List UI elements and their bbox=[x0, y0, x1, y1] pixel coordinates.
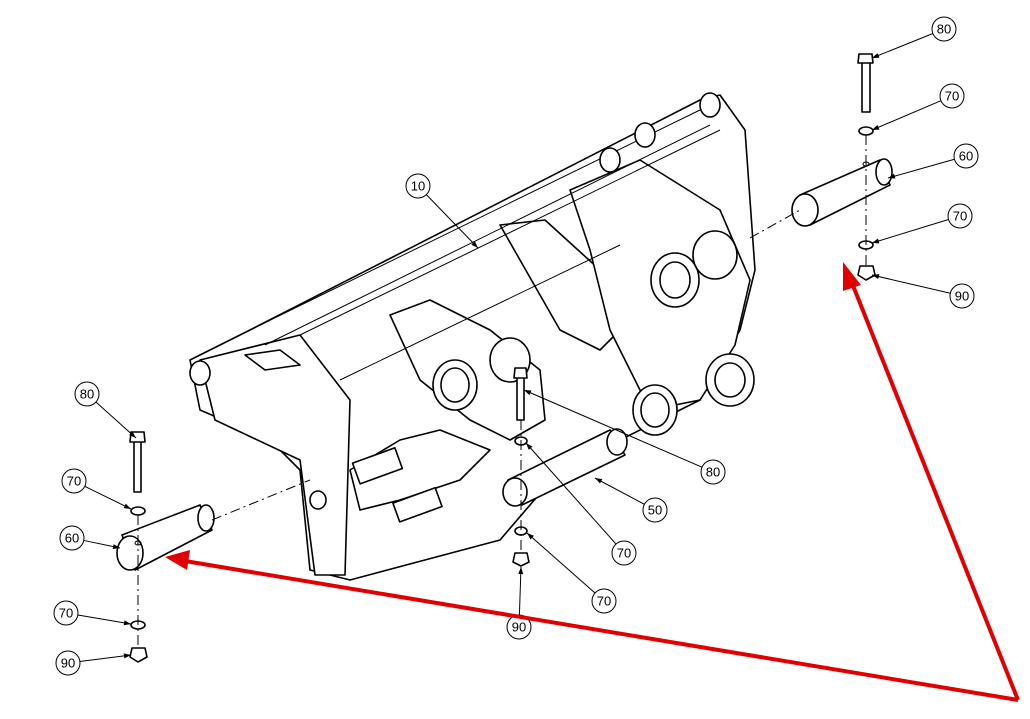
leader-line bbox=[594, 477, 645, 505]
callout-pin-right: 60 bbox=[887, 143, 979, 179]
callout-pin-left: 60 bbox=[59, 525, 121, 551]
callout-circle bbox=[59, 525, 85, 551]
callout-circle bbox=[939, 83, 965, 109]
leader-arrowhead bbox=[518, 567, 524, 575]
callout-circle bbox=[642, 497, 668, 523]
callout-circle bbox=[53, 600, 79, 626]
callout-number: 60 bbox=[65, 531, 79, 546]
callout-number: 60 bbox=[959, 149, 973, 164]
callout-circle bbox=[61, 468, 87, 494]
callout-number: 10 bbox=[411, 179, 425, 194]
leader-arrowhead bbox=[872, 274, 880, 280]
callout-washer-right-top: 70 bbox=[871, 83, 965, 131]
leader-line bbox=[525, 442, 617, 545]
leader-arrowhead bbox=[123, 503, 131, 509]
leader-line bbox=[425, 194, 479, 249]
callout-circle bbox=[591, 588, 617, 614]
leader-arrowhead bbox=[872, 124, 880, 130]
highlight-arrows bbox=[165, 262, 1020, 702]
callout-number: 70 bbox=[953, 209, 967, 224]
red-arrow-to-left-pin bbox=[184, 559, 1019, 702]
callout-number: 80 bbox=[80, 387, 94, 402]
leader-line bbox=[95, 401, 137, 439]
leader-line bbox=[84, 485, 132, 510]
callout-circle bbox=[700, 459, 726, 485]
leader-line bbox=[79, 654, 132, 662]
leader-line bbox=[871, 33, 934, 59]
callout-nut-right: 90 bbox=[871, 274, 975, 309]
leader-line bbox=[871, 219, 949, 244]
callout-washer-center-top: 70 bbox=[525, 442, 637, 566]
callout-circle bbox=[611, 540, 637, 566]
callout-circle bbox=[55, 650, 81, 676]
callout-washer-center-bottom: 70 bbox=[526, 532, 617, 614]
leader-line bbox=[871, 100, 942, 131]
pin-center bbox=[502, 428, 628, 507]
callout-circle bbox=[953, 143, 979, 169]
leader-line bbox=[518, 566, 522, 616]
callout-nut-left: 90 bbox=[55, 650, 132, 676]
left-hardware bbox=[116, 431, 311, 663]
main-frame bbox=[189, 92, 756, 581]
leader-arrowhead bbox=[123, 653, 131, 659]
callout-bolt-right: 80 bbox=[871, 16, 957, 59]
arrowhead-right bbox=[843, 262, 861, 291]
right-hardware bbox=[749, 53, 893, 281]
callout-pin-center: 50 bbox=[594, 477, 668, 523]
callout-bolt-left: 80 bbox=[74, 381, 137, 439]
callout-bolt-center: 80 bbox=[523, 389, 726, 485]
callout-number: 70 bbox=[617, 546, 631, 561]
callout-number: 50 bbox=[648, 503, 662, 518]
leader-arrowhead bbox=[527, 533, 534, 540]
callout-circle bbox=[947, 203, 973, 229]
leader-line bbox=[887, 158, 955, 179]
callout-circle bbox=[931, 16, 957, 42]
leader-arrowhead bbox=[129, 431, 136, 438]
center-hardware bbox=[512, 367, 530, 567]
leader-arrowhead bbox=[888, 173, 896, 179]
leader-arrowhead bbox=[872, 53, 880, 58]
leader-line bbox=[523, 389, 703, 468]
leader-arrowhead bbox=[123, 620, 131, 626]
leader-arrowhead bbox=[526, 443, 533, 450]
callout-number: 70 bbox=[59, 606, 73, 621]
callout-nut-center: 90 bbox=[506, 566, 532, 640]
callout-circle bbox=[405, 173, 431, 199]
callout-number: 90 bbox=[512, 620, 526, 635]
leader-arrowhead bbox=[112, 544, 120, 550]
leader-arrowhead bbox=[595, 478, 603, 484]
red-arrow-to-right-pin bbox=[848, 277, 1020, 701]
leader-line bbox=[871, 274, 951, 294]
leader-arrowhead bbox=[524, 390, 532, 396]
callout-number: 70 bbox=[597, 594, 611, 609]
leader-line bbox=[526, 532, 596, 594]
leader-line bbox=[77, 614, 132, 625]
arrowhead-left bbox=[165, 550, 190, 570]
callout-main-frame: 10 bbox=[405, 173, 479, 249]
callout-washer-right-bottom: 70 bbox=[871, 203, 973, 244]
callout-number: 70 bbox=[945, 89, 959, 104]
callout-washer-left-top: 70 bbox=[61, 468, 132, 510]
callout-washer-left-bottom: 70 bbox=[53, 600, 132, 626]
callout-number: 70 bbox=[67, 474, 81, 489]
callout-number: 80 bbox=[706, 465, 720, 480]
leader-arrowhead bbox=[471, 241, 478, 248]
callout-number: 90 bbox=[955, 289, 969, 304]
leader-arrowhead bbox=[872, 238, 880, 244]
callout-circle bbox=[949, 283, 975, 309]
callout-number: 80 bbox=[937, 22, 951, 37]
callout-circle bbox=[74, 381, 100, 407]
callout-number: 90 bbox=[61, 656, 75, 671]
